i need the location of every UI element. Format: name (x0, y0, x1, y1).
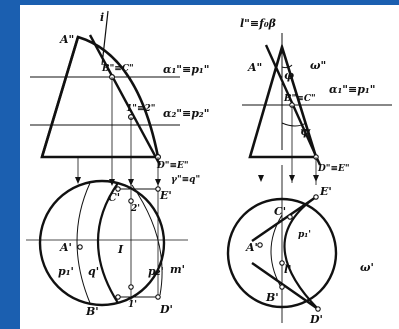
arrow-d (155, 179, 161, 186)
label-a2: A" (59, 33, 74, 46)
label-2: 2' (130, 204, 140, 214)
label-d1: D' (159, 303, 173, 316)
label-alpha1: α₁"≡p₁" (163, 63, 209, 76)
top-view-circle (38, 179, 166, 307)
label-p1: p₁' (58, 265, 74, 278)
left-figure (26, 10, 188, 307)
descriptive-geometry-drawing: i A" B"≡C" α₁"≡p₁" 1"≡2" α₂"≡p₂" D"≡E" γ… (26, 10, 392, 326)
label-I: I (117, 243, 124, 256)
sector-left-edge (40, 36, 80, 158)
drawing-sheet: i A" B"≡C" α₁"≡p₁" 1"≡2" α₂"≡p₂" D"≡E" γ… (20, 5, 399, 329)
point-11 (128, 284, 134, 290)
left-labels: i A" B"≡C" α₁"≡p₁" 1"≡2" α₂"≡p₂" D"≡E" γ… (58, 11, 209, 318)
label-axis-i: i (100, 11, 104, 24)
label-e1-right: E' (319, 185, 332, 198)
label-omega2: ω" (310, 59, 326, 72)
label-a2-right: A" (247, 61, 262, 74)
top-view-circle-right (226, 197, 338, 309)
point-b1-right (279, 284, 285, 290)
label-e1: E' (159, 189, 172, 202)
right-figure (226, 33, 392, 323)
label-alpha1-right: α₁"≡p₁" (329, 83, 375, 96)
front-view-triangle (248, 42, 318, 159)
cutting-line-top-right (251, 196, 317, 242)
label-a1: A' (59, 241, 72, 254)
label-d1-right: D' (309, 313, 323, 326)
label-gamma: γ"≡q" (171, 175, 200, 185)
point-c1 (115, 186, 121, 192)
label-p2: p₂' (148, 265, 164, 278)
arrow-right-a (258, 175, 264, 182)
cutting-plane-line (88, 34, 162, 166)
label-d2e2-right: D"≡E" (317, 164, 350, 174)
label-b1: B' (85, 305, 99, 318)
label-omega1-right: ω' (360, 261, 374, 274)
arrow-1 (128, 179, 134, 186)
inner-arc-q (96, 182, 119, 304)
point-d1-right (315, 306, 321, 312)
label-b2c2: B"≡C" (101, 64, 134, 74)
right-labels: l"≡f₀β φ ω" A" B"≡C" α₁"≡p₁" ψ D"≡E" C' … (240, 17, 375, 326)
inner-arc-m (131, 184, 163, 296)
label-c1: C' (108, 191, 120, 204)
arrow-right-b (289, 175, 295, 182)
section-arc-right (283, 196, 319, 310)
point-d1 (155, 294, 161, 300)
arrow-right-d (313, 175, 319, 182)
arrow-a (75, 177, 81, 184)
point-b1 (115, 294, 121, 300)
label-b1-right: B' (265, 291, 279, 304)
angle-phi-arc (281, 64, 293, 69)
label-psi: ψ (300, 125, 311, 138)
label-12: 1"≡2" (126, 104, 155, 114)
label-p1-right: p₁' (298, 230, 311, 240)
angle-psi-arc (281, 122, 307, 127)
label-q1: q' (88, 265, 99, 278)
label-b2c2-right: B"≡C" (283, 94, 316, 104)
label-phi: φ (284, 69, 294, 82)
point-e1 (155, 186, 161, 192)
label-l-top: l"≡f₀β (240, 17, 277, 30)
label-alpha2: α₂"≡p₂" (163, 107, 209, 120)
point-a1 (77, 244, 83, 250)
point-c1-right (287, 214, 293, 220)
point-2 (128, 198, 134, 204)
label-d2e2: D"≡E" (156, 161, 189, 171)
point-a1-right (257, 242, 263, 248)
label-l1-right: l' (284, 263, 292, 276)
label-a1-right: A' (245, 241, 258, 254)
label-m1: m' (170, 263, 185, 276)
point-e1-right (313, 194, 319, 200)
label-c1-right: C' (274, 205, 286, 218)
cutting-line-bottom-right (251, 262, 319, 310)
axis-i-line (101, 10, 109, 66)
label-11: 1' (128, 300, 137, 310)
point-l1-right (279, 260, 285, 266)
inner-arc-p (76, 182, 91, 304)
